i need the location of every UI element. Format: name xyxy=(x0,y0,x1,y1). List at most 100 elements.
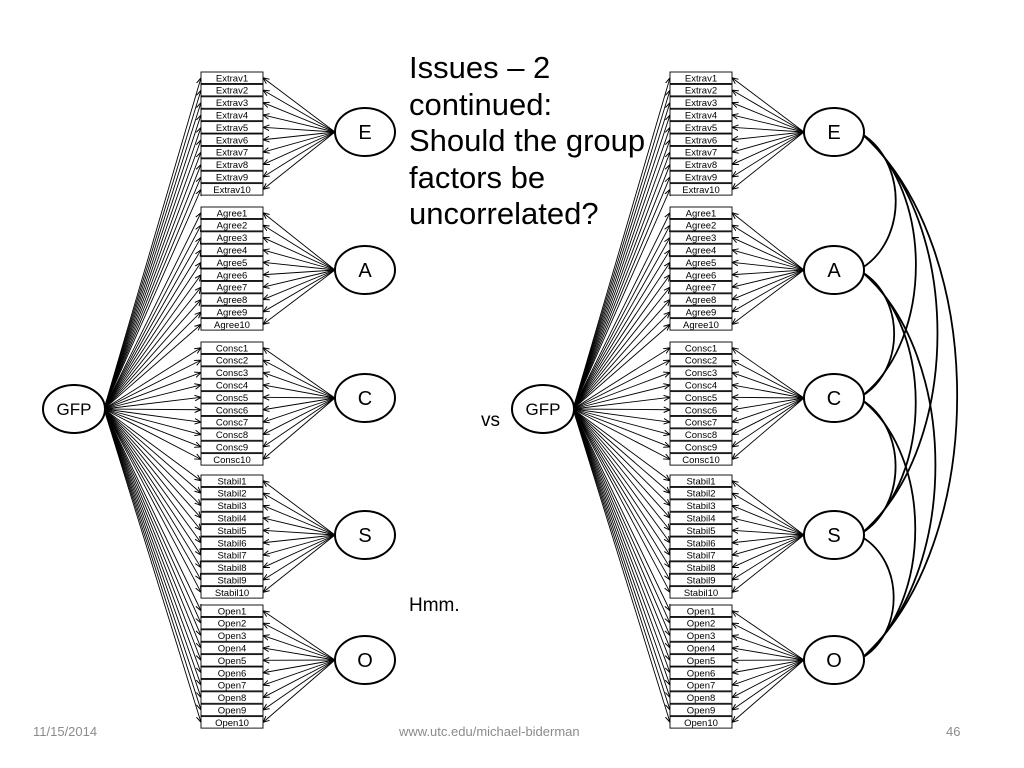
indicator-box xyxy=(669,305,733,319)
gfp-loading-arrow xyxy=(572,90,670,410)
gfp-loading-arrow xyxy=(103,408,201,518)
group-loading-arrow xyxy=(732,534,805,543)
indicator-box xyxy=(669,691,733,704)
indicator-box xyxy=(200,415,264,429)
correlation-curve xyxy=(861,133,959,659)
gfp-loading-arrow xyxy=(572,127,670,410)
indicator-label: Consc8 xyxy=(685,430,717,441)
indicator-label: Stabil2 xyxy=(686,489,715,500)
indicator-box xyxy=(200,548,264,562)
indicator-label: Open2 xyxy=(218,619,247,630)
uncorrelated-model: Extrav1Extrav2Extrav3Extrav4Extrav5Extra… xyxy=(42,71,396,729)
indicator-label: Open10 xyxy=(684,718,718,729)
slide-title: Issues – 2 continued: Should the group f… xyxy=(409,50,669,233)
indicator-label: Stabil10 xyxy=(684,588,718,599)
gfp-loading-arrow xyxy=(103,78,201,410)
indicator-label: Stabil3 xyxy=(686,501,715,512)
gfp-loading-arrow xyxy=(103,408,201,611)
gfp-loading-arrow xyxy=(103,408,201,660)
indicator-box xyxy=(669,474,733,487)
indicator-label: Agree6 xyxy=(686,270,717,281)
indicator-label: Extrav1 xyxy=(216,73,248,84)
indicator-label: Open7 xyxy=(687,681,716,692)
group-loading-arrow xyxy=(263,506,336,536)
indicator-box xyxy=(200,366,264,379)
group-loading-arrow xyxy=(263,659,336,722)
indicator-box xyxy=(200,428,264,441)
group-loading-arrow xyxy=(732,534,805,592)
group-loading-arrow xyxy=(263,493,336,536)
indicator-label: Agree2 xyxy=(217,221,248,232)
gfp-loading-arrow xyxy=(572,287,670,410)
indicator-label: Open3 xyxy=(687,631,716,642)
indicator-box xyxy=(669,108,733,122)
group-loading-arrow xyxy=(263,648,336,661)
indicator-box xyxy=(669,616,733,630)
factor-correlations xyxy=(861,133,959,659)
group-loading-arrow xyxy=(732,659,805,722)
group-loading-arrow xyxy=(732,397,805,459)
indicator-label: Extrav7 xyxy=(216,148,248,159)
indicator-label: Agree10 xyxy=(214,320,250,331)
gfp-loading-arrow xyxy=(103,324,201,410)
gfp-loading-arrow xyxy=(572,324,670,410)
gfp-loading-arrow xyxy=(572,152,670,410)
indicator-box xyxy=(669,524,733,537)
indicator-box xyxy=(200,378,264,392)
indicator-label: Stabil2 xyxy=(217,489,246,500)
gfp-loading-arrow xyxy=(103,152,201,410)
group-loading-arrow xyxy=(732,636,805,661)
gfp-loading-arrow xyxy=(103,140,201,410)
group-loading-arrow xyxy=(732,659,805,698)
gfp-loading-arrow xyxy=(103,408,201,447)
indicator-box xyxy=(669,96,733,109)
correlation-curve xyxy=(861,271,896,397)
group-loading-arrow xyxy=(732,659,805,685)
indicator-label: Agree4 xyxy=(217,246,248,257)
indicator-box xyxy=(200,218,264,232)
group-loading-arrow xyxy=(263,269,336,324)
indicator-label: Extrav4 xyxy=(216,111,248,122)
indicator-label: Agree9 xyxy=(686,308,717,319)
gfp-loading-arrow xyxy=(103,408,201,685)
indicator-label: Agree7 xyxy=(217,283,248,294)
group-loading-arrow xyxy=(263,397,336,447)
indicator-box xyxy=(669,71,733,84)
indicator-box xyxy=(200,561,264,574)
group-loading-arrow xyxy=(732,659,805,673)
indicator-box xyxy=(200,121,264,134)
indicator-box xyxy=(669,280,733,294)
group-loading-arrow xyxy=(263,269,336,300)
indicator-box xyxy=(669,121,733,134)
indicator-box xyxy=(669,206,733,219)
vs-label: vs xyxy=(481,410,500,431)
group-loading-arrow xyxy=(732,534,805,555)
group-loading-arrow xyxy=(263,385,336,399)
factor-label: C xyxy=(827,388,841,410)
factor-label: A xyxy=(358,260,372,282)
indicator-label: Stabil9 xyxy=(686,576,715,587)
gfp-loading-arrow xyxy=(572,103,670,410)
indicator-label: Agree7 xyxy=(686,283,717,294)
group-loading-arrow xyxy=(263,397,336,422)
group-loading-arrow xyxy=(263,269,336,287)
correlation-curve xyxy=(861,133,897,269)
gfp-loading-arrow xyxy=(572,408,670,459)
group-loading-arrow xyxy=(263,659,336,710)
indicator-box xyxy=(200,305,264,319)
indicator-box xyxy=(669,378,733,392)
gfp-loading-arrow xyxy=(572,408,670,506)
indicator-box xyxy=(200,616,264,630)
indicator-box xyxy=(669,536,733,549)
indicator-label: Stabil1 xyxy=(686,476,715,487)
group-loading-arrow xyxy=(263,269,336,275)
group-loading-arrow xyxy=(263,534,336,580)
path-arrows xyxy=(103,78,336,723)
gfp-loading-arrow xyxy=(103,250,201,410)
group-loading-arrow xyxy=(732,90,805,133)
indicator-box xyxy=(200,691,264,704)
gfp-loading-arrow xyxy=(572,408,670,555)
group-loading-arrow xyxy=(732,648,805,661)
group-loading-arrow xyxy=(263,115,336,133)
